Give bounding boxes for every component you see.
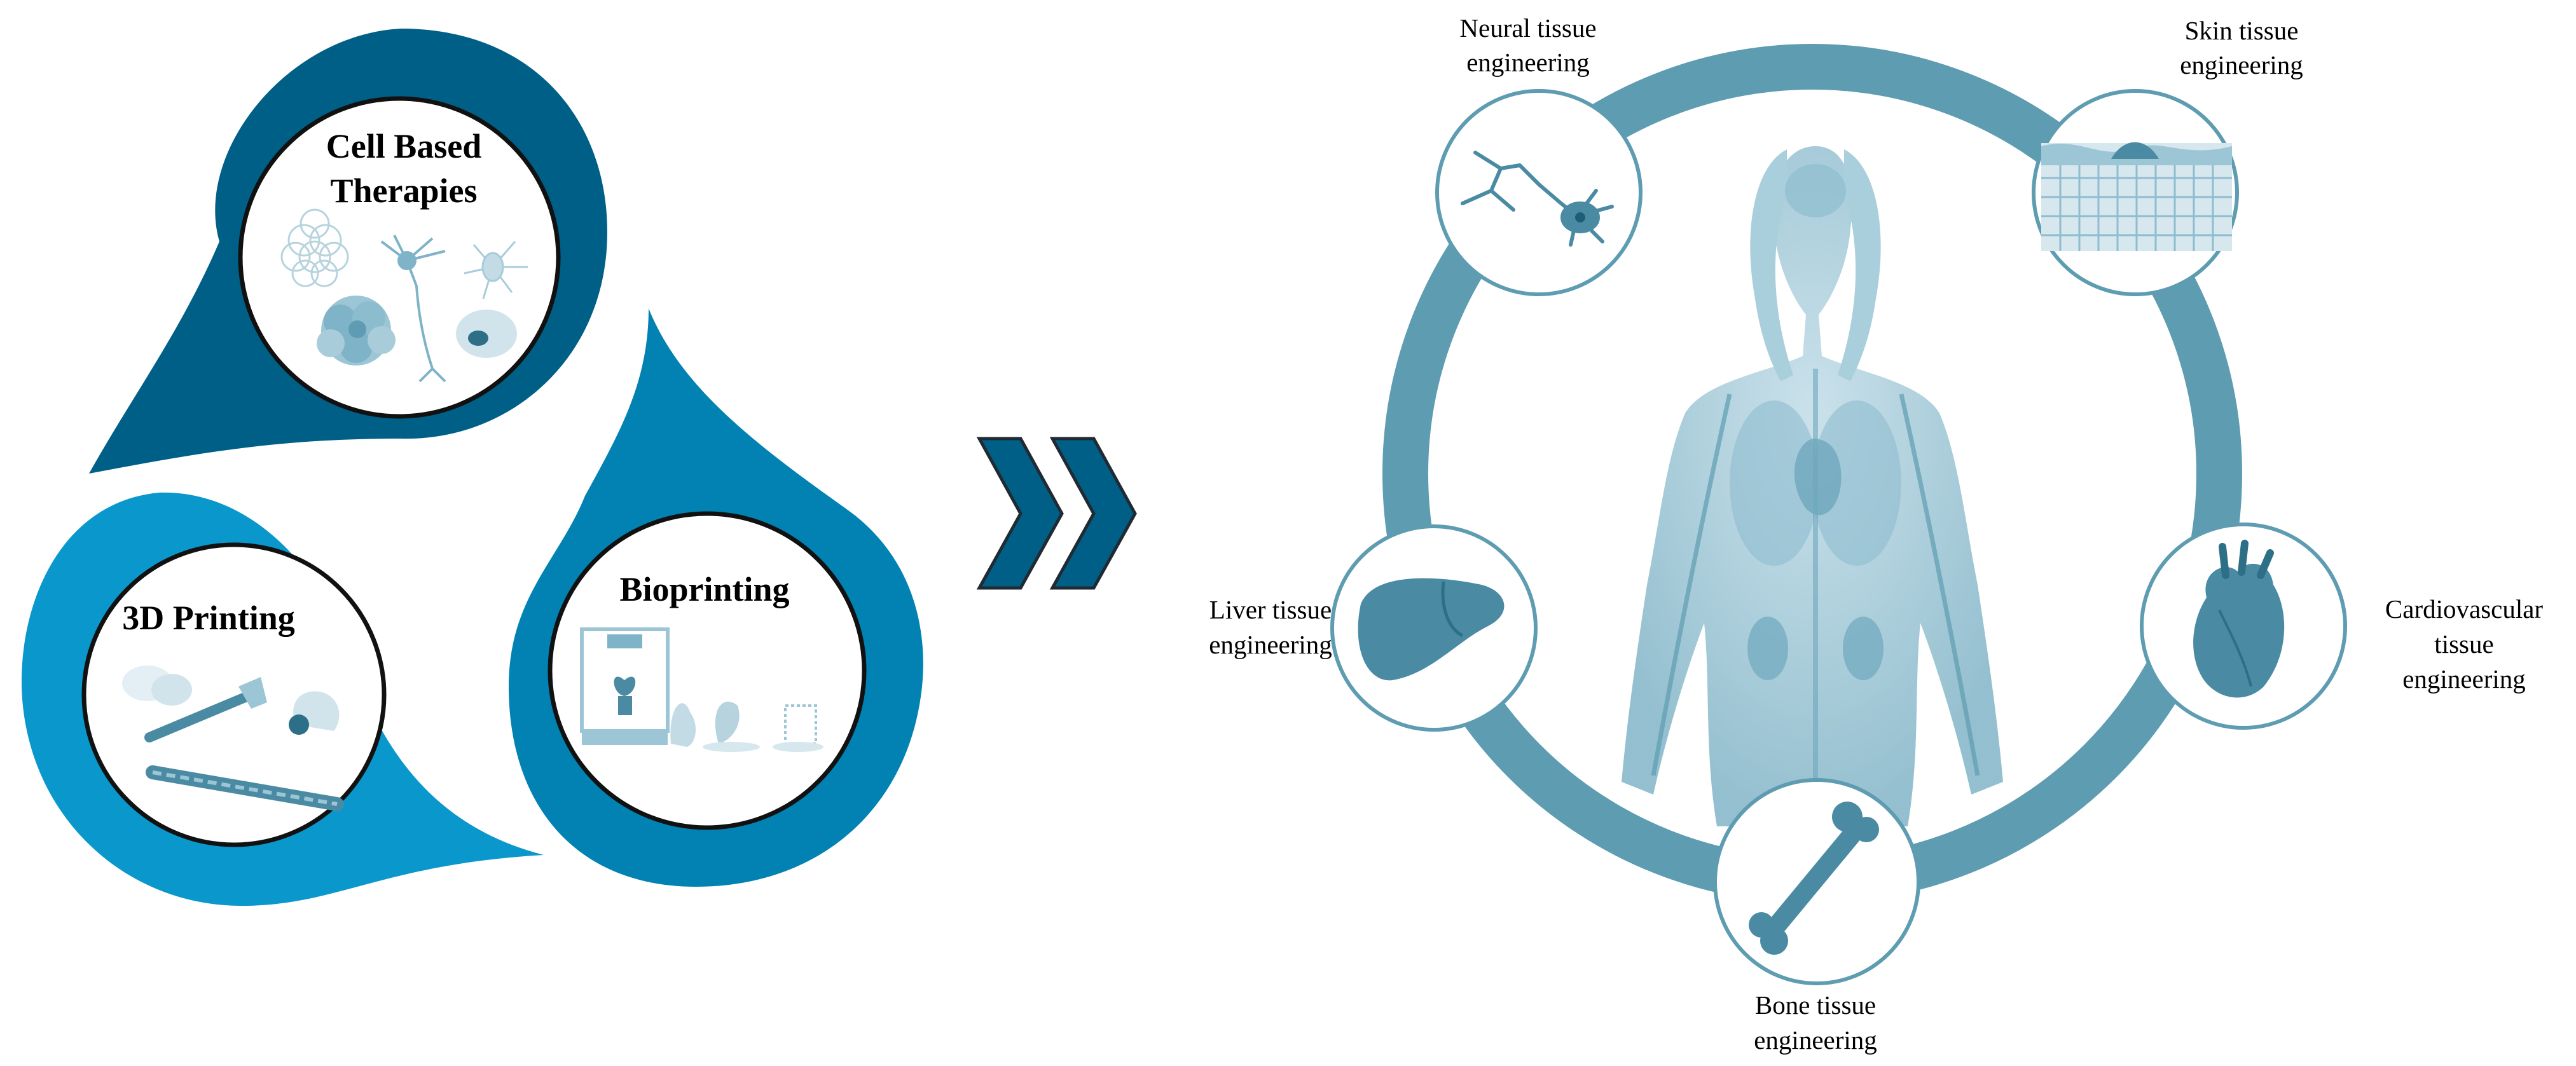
neuron-icon <box>380 235 446 383</box>
neural-label-line1: Neural tissue <box>1459 13 1596 43</box>
cell-therapies-title-line2: Therapies <box>330 172 477 210</box>
skin-layers-icon <box>2041 142 2232 251</box>
bone-label-line2: engineering <box>1754 1025 1877 1055</box>
cardio-label-line3: engineering <box>2402 664 2526 694</box>
liver-icon <box>1358 578 1505 681</box>
cell-therapies-drop: Cell Based Therapies <box>89 29 607 474</box>
3d-printing-title: 3D Printing <box>122 599 295 637</box>
bioprinting-circle <box>548 511 867 830</box>
single-cell-icon <box>456 310 517 358</box>
bone-icon <box>1749 802 1879 955</box>
heart-icon <box>2193 540 2285 698</box>
cardio-label-line1: Cardiovascular <box>2385 594 2544 624</box>
implant-parts-icon <box>122 666 344 811</box>
embryoid-cluster-icon <box>317 296 396 366</box>
printed-organs-icon <box>670 701 823 752</box>
chevron-2 <box>1049 437 1137 590</box>
3d-printing-drop: 3D Printing <box>22 492 544 906</box>
bioprinting-title: Bioprinting <box>619 570 789 608</box>
stem-cell-cluster-icon <box>280 208 349 287</box>
skin-node <box>2032 89 2239 296</box>
cardio-label-line2: tissue <box>2434 629 2493 659</box>
tissue-engineering-ring: Neural tissue engineering Skin tissue en… <box>1209 13 2543 1055</box>
liver-label-line1: Liver tissue <box>1209 595 1332 624</box>
neuron-icon <box>1461 151 1614 247</box>
cardio-node <box>2140 523 2347 730</box>
skin-label-line1: Skin tissue <box>2185 16 2299 45</box>
neural-label-line2: engineering <box>1466 48 1590 77</box>
human-body-illustration <box>1622 146 2003 826</box>
liver-label-line2: engineering <box>1209 630 1332 659</box>
skin-label-line2: engineering <box>2180 50 2303 79</box>
bioprinting-drop: Bioprinting <box>509 308 923 887</box>
glial-cell-icon <box>464 241 528 299</box>
neural-node-circle <box>1435 89 1643 296</box>
chevron-1 <box>976 437 1064 590</box>
bone-label-line1: Bone tissue <box>1755 990 1876 1020</box>
bone-node <box>1713 778 1920 985</box>
neural-node <box>1435 89 1643 296</box>
liver-node <box>1330 524 1538 732</box>
double-chevron-right-icon <box>976 437 1137 590</box>
bioprinter-icon <box>580 627 670 745</box>
cell-therapies-title-line1: Cell Based <box>326 127 482 165</box>
